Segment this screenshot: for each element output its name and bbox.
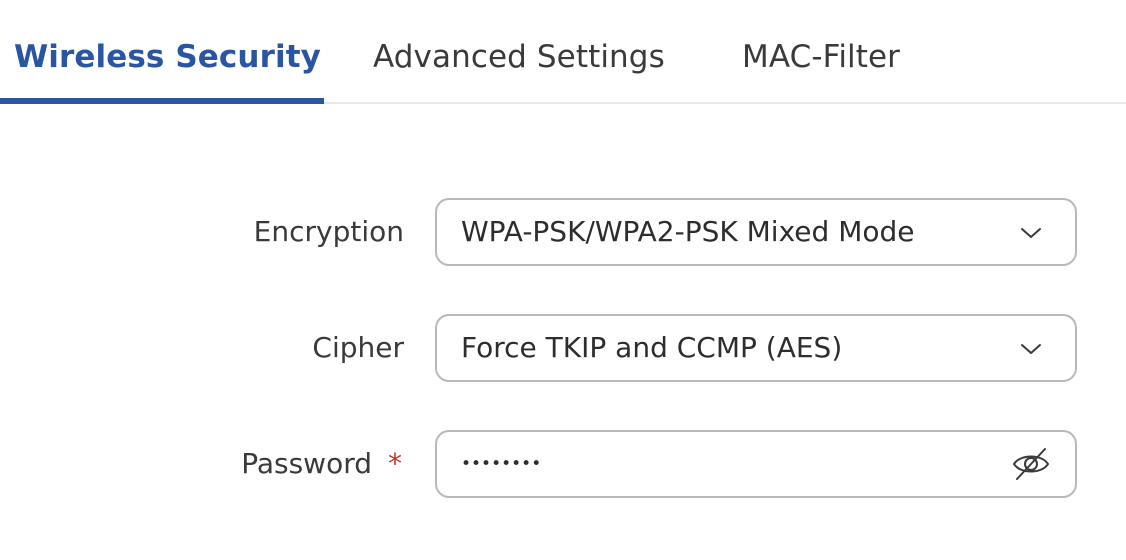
encryption-row: Encryption WPA-PSK/WPA2-PSK Mixed Mode [0, 198, 1126, 266]
tab-bar: Wireless Security Advanced Settings MAC-… [0, 0, 1126, 104]
encryption-select[interactable]: WPA-PSK/WPA2-PSK Mixed Mode [435, 198, 1077, 266]
tab-mac-filter[interactable]: MAC-Filter [742, 0, 912, 104]
tab-advanced-settings[interactable]: Advanced Settings [373, 0, 665, 104]
encryption-label: Encryption [253, 215, 404, 248]
cipher-select[interactable]: Force TKIP and CCMP (AES) [435, 314, 1077, 382]
tab-mac-filter-label: MAC-Filter [742, 39, 901, 75]
active-tab-indicator [0, 98, 324, 104]
cipher-value: Force TKIP and CCMP (AES) [461, 331, 843, 364]
encryption-value: WPA-PSK/WPA2-PSK Mixed Mode [461, 215, 915, 248]
tab-wireless-security-label: Wireless Security [14, 39, 321, 75]
cipher-label: Cipher [312, 331, 404, 364]
chevron-down-icon [1021, 228, 1041, 238]
tab-advanced-settings-label: Advanced Settings [373, 39, 665, 75]
password-masked-value: •••••••• [461, 454, 542, 474]
tab-wireless-security[interactable]: Wireless Security [14, 0, 321, 104]
eye-slash-icon[interactable] [1011, 446, 1051, 482]
password-input[interactable]: •••••••• [435, 430, 1077, 498]
cipher-row: Cipher Force TKIP and CCMP (AES) [0, 314, 1126, 382]
password-label: Password [241, 447, 372, 480]
chevron-down-icon [1021, 344, 1041, 354]
password-row: Password * •••••••• [0, 430, 1126, 498]
required-indicator: * [388, 447, 402, 480]
